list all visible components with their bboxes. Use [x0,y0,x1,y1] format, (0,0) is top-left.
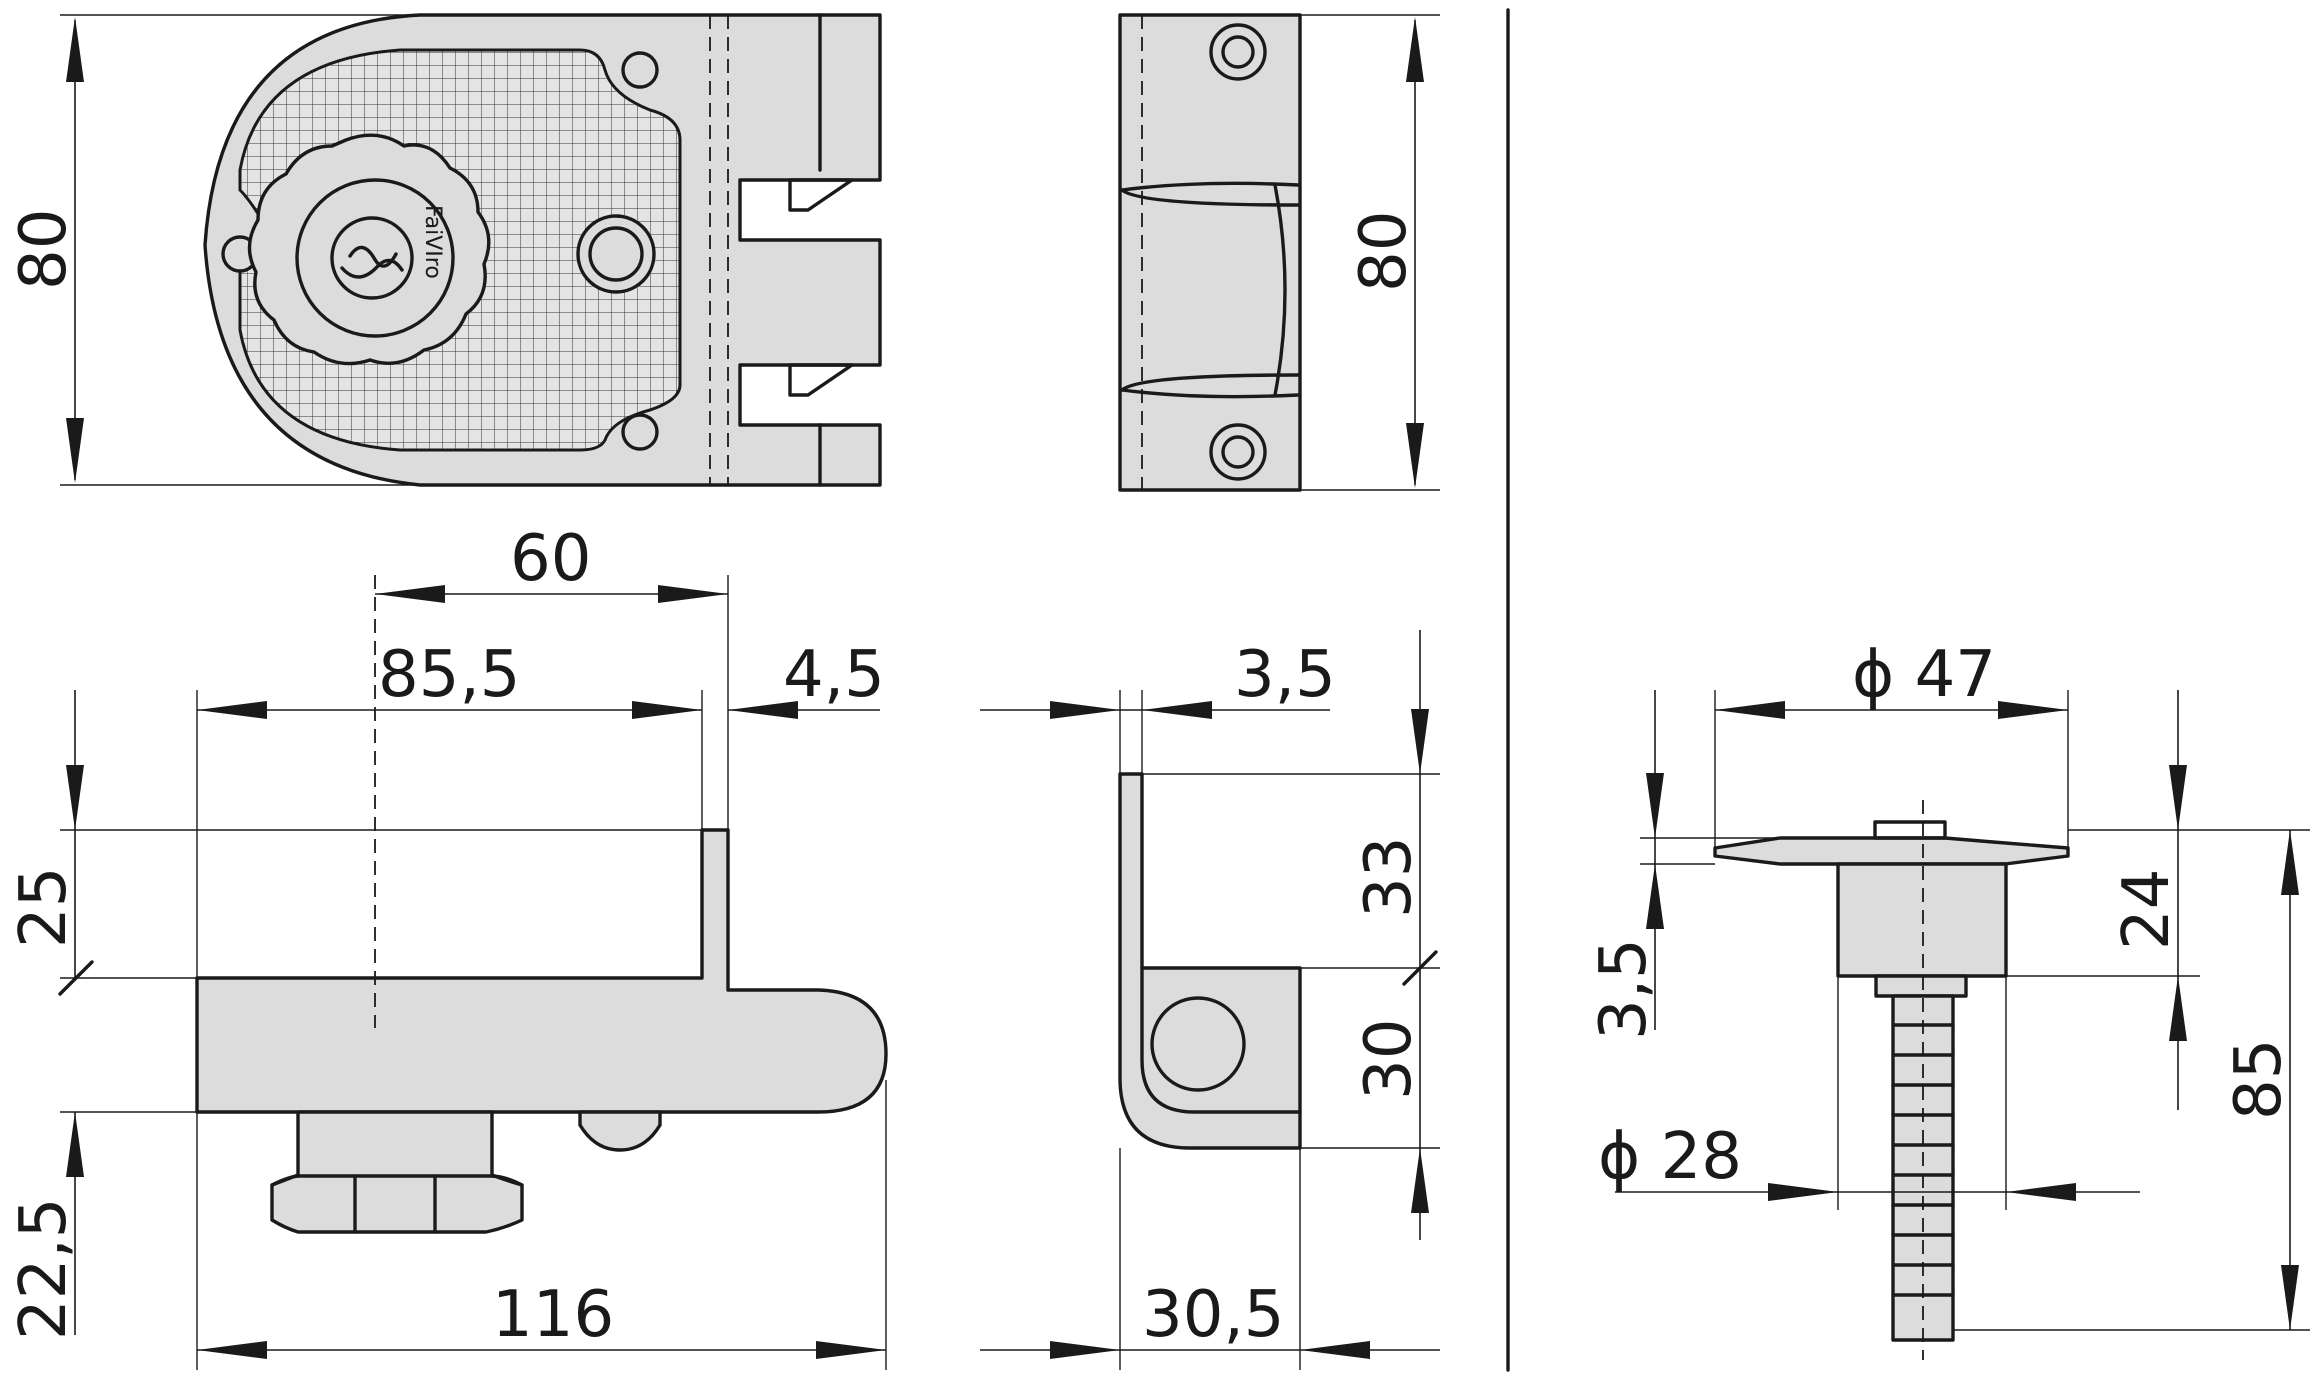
dim-60: 60 [375,522,729,830]
dim-label-3-5-top: 3,5 [1234,638,1336,712]
dim-label-diameter-28: ϕ 28 [1598,1120,1742,1194]
dim-label-22-5: 22,5 [7,1198,81,1341]
dim-24: 24 [2006,690,2310,1110]
dim-85: 85 [1953,830,2310,1331]
dim-label-60: 60 [510,522,591,596]
dim-label-side-height: 80 [1347,211,1421,292]
dim-33-30: 33 30 [1142,630,1440,1240]
dim-30-5: 30,5 [980,1148,1440,1370]
dim-label-85: 85 [2222,1039,2296,1120]
top-view [195,575,888,1234]
side-view [1118,13,1302,492]
dim-label-85-5: 85,5 [378,638,521,712]
dim-label-24: 24 [2110,869,2184,950]
dim-label-diameter-47: ϕ 47 [1852,638,1996,712]
front-view: FaiVIro [203,13,882,487]
dim-front-height: 80 [7,14,420,486]
cylinder-view [1713,800,2070,1360]
profile-view [1118,772,1302,1150]
dim-25: 25 [7,690,702,996]
dim-label-33: 33 [1352,837,1426,918]
dim-3-5-left: 3,5 [1587,690,1780,1040]
dim-4-5: 4,5 [728,638,885,719]
dim-116: 116 [196,1080,887,1370]
dim-label-front-height: 80 [7,209,81,290]
dim-22-5: 22,5 [7,1111,197,1341]
dim-label-25: 25 [7,867,81,948]
dim-side-height: 80 [1300,14,1440,491]
dim-85-5: 85,5 [196,638,703,978]
dim-label-4-5: 4,5 [783,638,885,712]
brand-logo-text: FaiVIro [420,205,445,279]
cylinder-rosette: FaiVIro [247,133,491,366]
dim-label-30-5: 30,5 [1142,1278,1285,1352]
dim-diameter-28: ϕ 28 [1598,976,2140,1210]
dim-label-116: 116 [492,1278,614,1352]
dim-label-3-5-left: 3,5 [1587,938,1661,1040]
dim-3-5-top: 3,5 [980,638,1336,774]
dim-label-30: 30 [1352,1019,1426,1100]
dim-diameter-47: ϕ 47 [1714,638,2069,848]
